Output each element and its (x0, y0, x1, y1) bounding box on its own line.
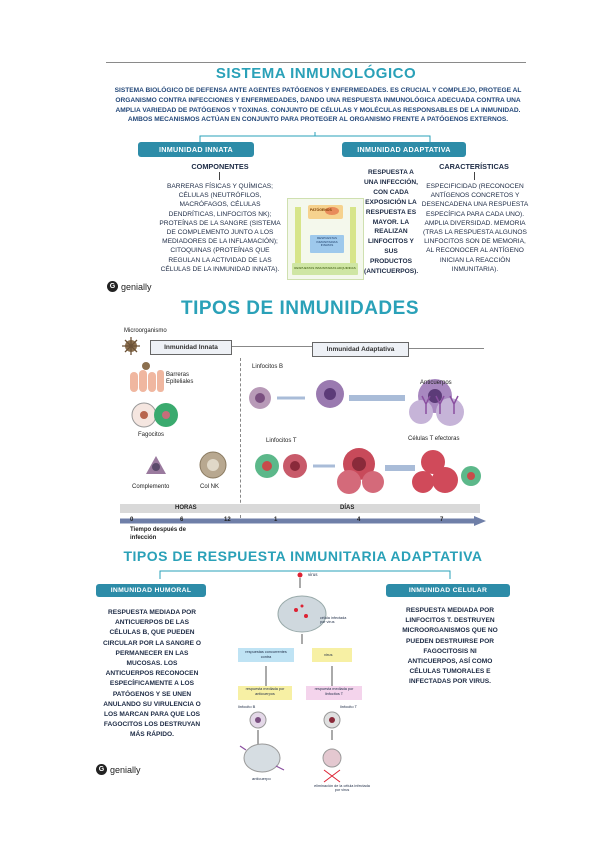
caracteristicas-title: CARACTERÍSTICAS (439, 162, 509, 171)
fagocitos-label: Fagocitos (138, 432, 165, 438)
barreras-illustration (130, 362, 164, 392)
mediada-anticuerpos-label: respuesta mediada por anticuerpos (245, 687, 285, 696)
respuestas-concurrentes-label: respuestas concurrentes contra (245, 650, 287, 659)
linfocitos-b-label: Linfocitos B (252, 364, 284, 370)
tick-6: 6 (180, 517, 184, 523)
tick-4: 4 (357, 517, 361, 523)
adaptativa-label: INMUNIDAD ADAPTATIVA (342, 142, 466, 157)
complemento-illustration (146, 456, 166, 474)
genially-text: genially (121, 281, 152, 292)
innate-adaptive-diagram: PATÓGENOS RESPUESTAS INMUNITARIAS INNATA… (287, 198, 364, 280)
diagram-respuestas: RESPUESTAS INMUNITARIAS INNATAS (316, 236, 338, 248)
tick-1: 1 (274, 517, 278, 523)
barreras-label: Barreras Epiteliales (166, 372, 194, 385)
componentes-tick (219, 172, 220, 180)
humoral-label: INMUNIDAD HUMORAL (96, 584, 206, 597)
diagram-arrows (292, 205, 358, 275)
section3-title: TIPOS DE RESPUESTA INMUNITARIA ADAPTATIV… (123, 548, 483, 564)
virus-label: virus (308, 572, 318, 577)
section1-title: SISTEMA INMUNOLÓGICO (215, 65, 417, 82)
caracteristicas-text: Especificidad (reconocen antígenos concr… (421, 183, 529, 273)
innata-box: Inmunidad Innata (150, 340, 232, 355)
respuesta-diagram: virus célula infectada por virus respues… (232, 570, 372, 800)
humoral-text: Respuesta mediada por anticuerpos de las… (103, 609, 201, 739)
section3-branch-lines (159, 570, 451, 579)
adaptativa-box: Inmunidad Adaptativa (312, 342, 409, 357)
innata-label: INMUNIDAD INNATA (138, 142, 254, 157)
innata-rule (232, 346, 357, 347)
tick-12: 12 (224, 517, 231, 523)
time-divider (240, 358, 241, 518)
diagram-adquiridas: RESPUESTAS INMUNITARIAS ADQUIRIDAS (294, 266, 356, 270)
celular-text: Respuesta mediada por linfocitos T. Dest… (402, 607, 498, 686)
inmunidades-figure: Microorganismo Inmunidad Innata Inmunida… (120, 322, 490, 542)
componentes-title: COMPONENTES (191, 162, 249, 171)
componentes-text: Barreras físicas y químicas; células (ne… (159, 183, 281, 273)
genially-logo-1: G genially (107, 281, 152, 292)
celula-infectada-label: célula infectada por virus (320, 616, 347, 625)
anticuerpo-label: anticuerpo (252, 776, 271, 781)
axis-label: Tiempo después de infección (130, 527, 186, 541)
section2-title: TIPOS DE INMUNIDADES (180, 298, 420, 319)
branch-lines (199, 132, 431, 144)
fagocitos-illustration (131, 402, 178, 428)
complemento-label: Complemento (132, 484, 170, 490)
genially-text-2: genially (110, 764, 141, 775)
linfocito-b-label: linfocito B (238, 704, 256, 709)
mediada-linfocitos-label: respuesta mediada por linfocitos T (314, 687, 354, 696)
diagram-patogenos: PATÓGENOS (310, 208, 332, 212)
tick-7: 7 (440, 517, 444, 523)
col-nk-label: Col NK (200, 484, 220, 490)
top-divider (106, 62, 526, 63)
section1-intro: Sistema biológico de defensa ante agente… (114, 87, 522, 124)
dias-label: DÍAS (340, 505, 355, 511)
timeline-arrow (120, 516, 486, 526)
linfocito-t-label: linfocito T (340, 704, 358, 709)
virus2-label: virus (324, 652, 333, 657)
antibody-icons (421, 395, 459, 414)
horas-label: HORAS (175, 505, 197, 511)
tick-0: 0 (130, 517, 134, 523)
nk-cell-illustration (199, 451, 227, 479)
caracteristicas-tick (474, 172, 475, 180)
timeline-bar: HORAS DÍAS (120, 504, 480, 513)
genially-icon: G (107, 281, 118, 292)
linfocitos-t-label: Linfocitos T (266, 438, 297, 444)
genially-icon-2: G (96, 764, 107, 775)
anticuerpos-label: Anticuerpos (420, 380, 452, 386)
respuesta-diagram-art (238, 572, 362, 783)
microorganism-icon (122, 337, 140, 355)
celulas-t-label: Células T efectoras (408, 436, 460, 442)
celular-label: INMUNIDAD CELULAR (386, 584, 510, 597)
adaptativa-rule (409, 348, 484, 349)
genially-logo-2: G genially (96, 764, 141, 775)
b-cell-row (249, 379, 464, 426)
microorganismo-label: Microorganismo (124, 328, 167, 334)
eliminacion-label: eliminación de la célula infectada por v… (314, 784, 370, 793)
t-cell-row (255, 448, 481, 494)
respuesta-text: Respuesta a una infección, con cada expo… (364, 169, 419, 276)
